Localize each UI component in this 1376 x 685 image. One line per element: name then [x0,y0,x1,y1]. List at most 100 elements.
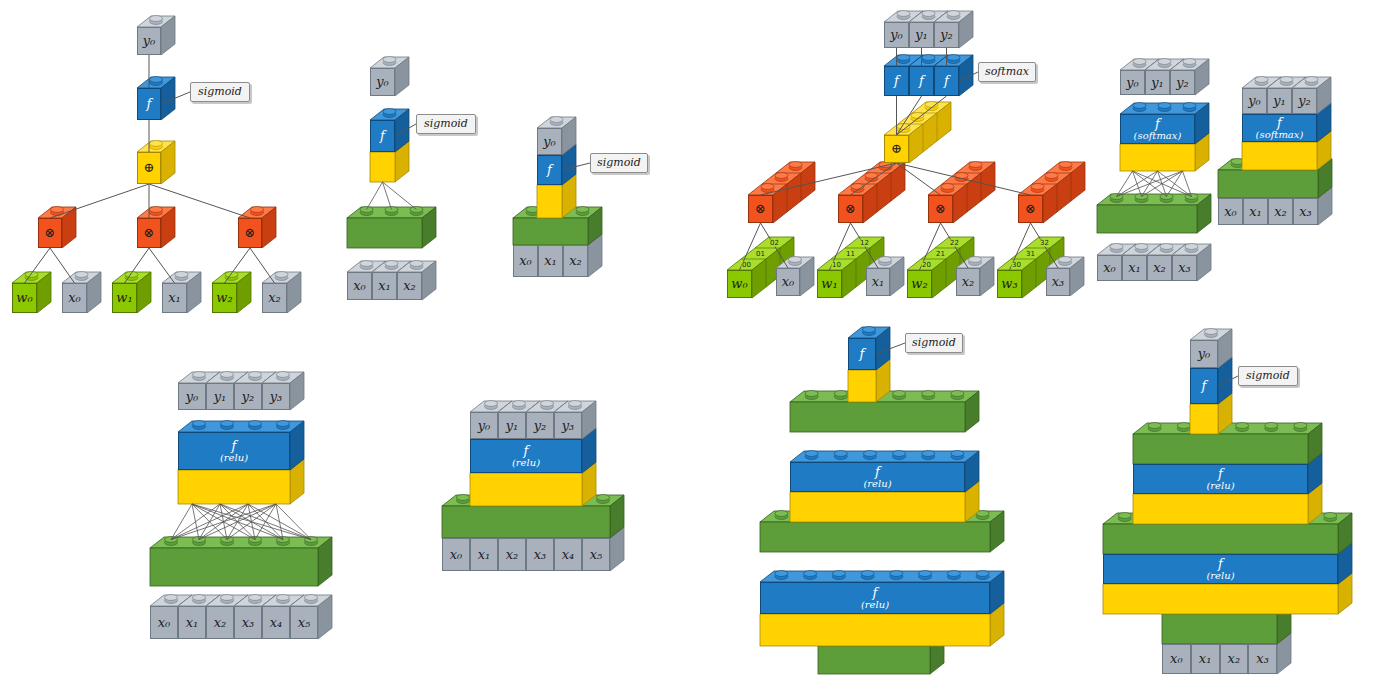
multiply-brick: ⊗ [748,195,773,223]
stud-top [863,451,876,457]
brick-side [395,109,409,152]
brick-seam [1071,173,1072,201]
signal-brick: x₂ [1268,198,1293,225]
stud-top [1160,244,1173,250]
brick-side [318,595,332,639]
weight-brick: w₂ [212,283,237,313]
stud-top [221,372,234,378]
connector-wire [851,223,879,268]
brick-seam [766,259,767,287]
brick-side [318,537,332,586]
stud-top [761,184,774,190]
brick-side [1308,423,1322,464]
connector-wire [897,163,1031,195]
dense-wire [248,504,283,540]
brick-label: y₁ [506,419,519,433]
brick-shape [760,571,1004,614]
stud-top [1255,77,1268,83]
stud-top [541,401,554,407]
stud-top [249,372,262,378]
brick-seam [923,124,924,152]
brick-front [537,185,562,218]
signal-brick: x₃ [526,538,554,571]
brick-shape [1133,423,1322,464]
dense-wire [1142,171,1183,197]
signal-brick: x₃ [1293,198,1318,225]
stud-top [922,11,935,17]
brick-shape [370,57,409,96]
brick-front [1162,614,1277,644]
weight-index: 11 [845,250,856,257]
brick-label: f [1277,116,1282,130]
brick-label: w₀ [731,277,747,291]
brick-label: (softmax) [1256,130,1304,141]
stud-top [51,207,64,213]
brick-shape [790,391,979,432]
activation-callout: sigmoid [590,153,648,173]
activation-brick: f(relu) [470,439,582,473]
connector-wire [959,72,978,81]
brick-label: x₁ [186,616,199,630]
brick-label: y₂ [534,419,547,433]
connector-wire [851,163,897,195]
stud-top [150,77,163,83]
brick-top [178,421,304,432]
brick-label: x₃ [1052,275,1065,289]
brick-side [953,162,995,223]
brick-side [1195,59,1209,95]
brick-side [1197,244,1211,281]
connector-wire [921,48,922,66]
brick-label: f [873,586,878,600]
stud-top [1135,244,1148,250]
brick-label: x₀ [68,291,81,305]
dense-wire [171,504,220,540]
signal-brick: x₅ [290,606,318,639]
connector-wire [50,184,149,218]
brick-label: ⊗ [755,202,766,216]
signal-brick: x₂ [262,283,287,313]
stud-top [951,451,964,457]
stud-top [922,55,935,61]
stud-top [1059,162,1072,168]
connector-wire [25,248,51,283]
weight-brick: w₁ [112,283,137,313]
signal-brick: y₁ [909,22,934,48]
brick-shape [262,372,304,410]
brick-label: x₂ [1228,652,1241,666]
signal-brick: x₄ [262,606,290,639]
brick-label: x₂ [506,548,519,562]
brick-side [161,141,175,184]
brick-label: ⊗ [144,226,155,240]
brick-front [513,218,588,245]
stud-top [1205,329,1218,335]
brick-shape [150,537,332,586]
brick-side [37,272,51,313]
brick-side [610,495,624,538]
connector-wire [1010,223,1031,270]
multiply-brick: ⊗ [137,218,161,248]
brick-label: x₀ [450,548,463,562]
weight-brick: w₁101112 [817,270,842,298]
weight-brick: w₀000102 [727,270,752,298]
stud-top [861,571,874,577]
signal-brick: x₄ [554,538,582,571]
dense-wire [248,504,311,540]
signal-brick: x₀ [442,538,470,571]
connector-wire [896,48,897,66]
weight-index: 31 [1025,250,1036,257]
stud-top [1185,244,1198,250]
stud-top [879,257,892,263]
signal-brick: y₀ [470,412,498,439]
connector-wire [830,223,851,270]
activation-brick: f(relu) [1133,464,1308,494]
brick-side [965,391,979,432]
brick-front [760,522,990,552]
stud-top [383,57,396,63]
stud-top [385,261,398,267]
stud-top [834,451,847,457]
brick-label: f [1218,557,1223,571]
signal-brick: x₂ [956,268,980,296]
brick-label: x₂ [403,279,416,293]
signal-brick: y₀ [884,22,909,48]
signal-brick: x₀ [150,606,178,639]
